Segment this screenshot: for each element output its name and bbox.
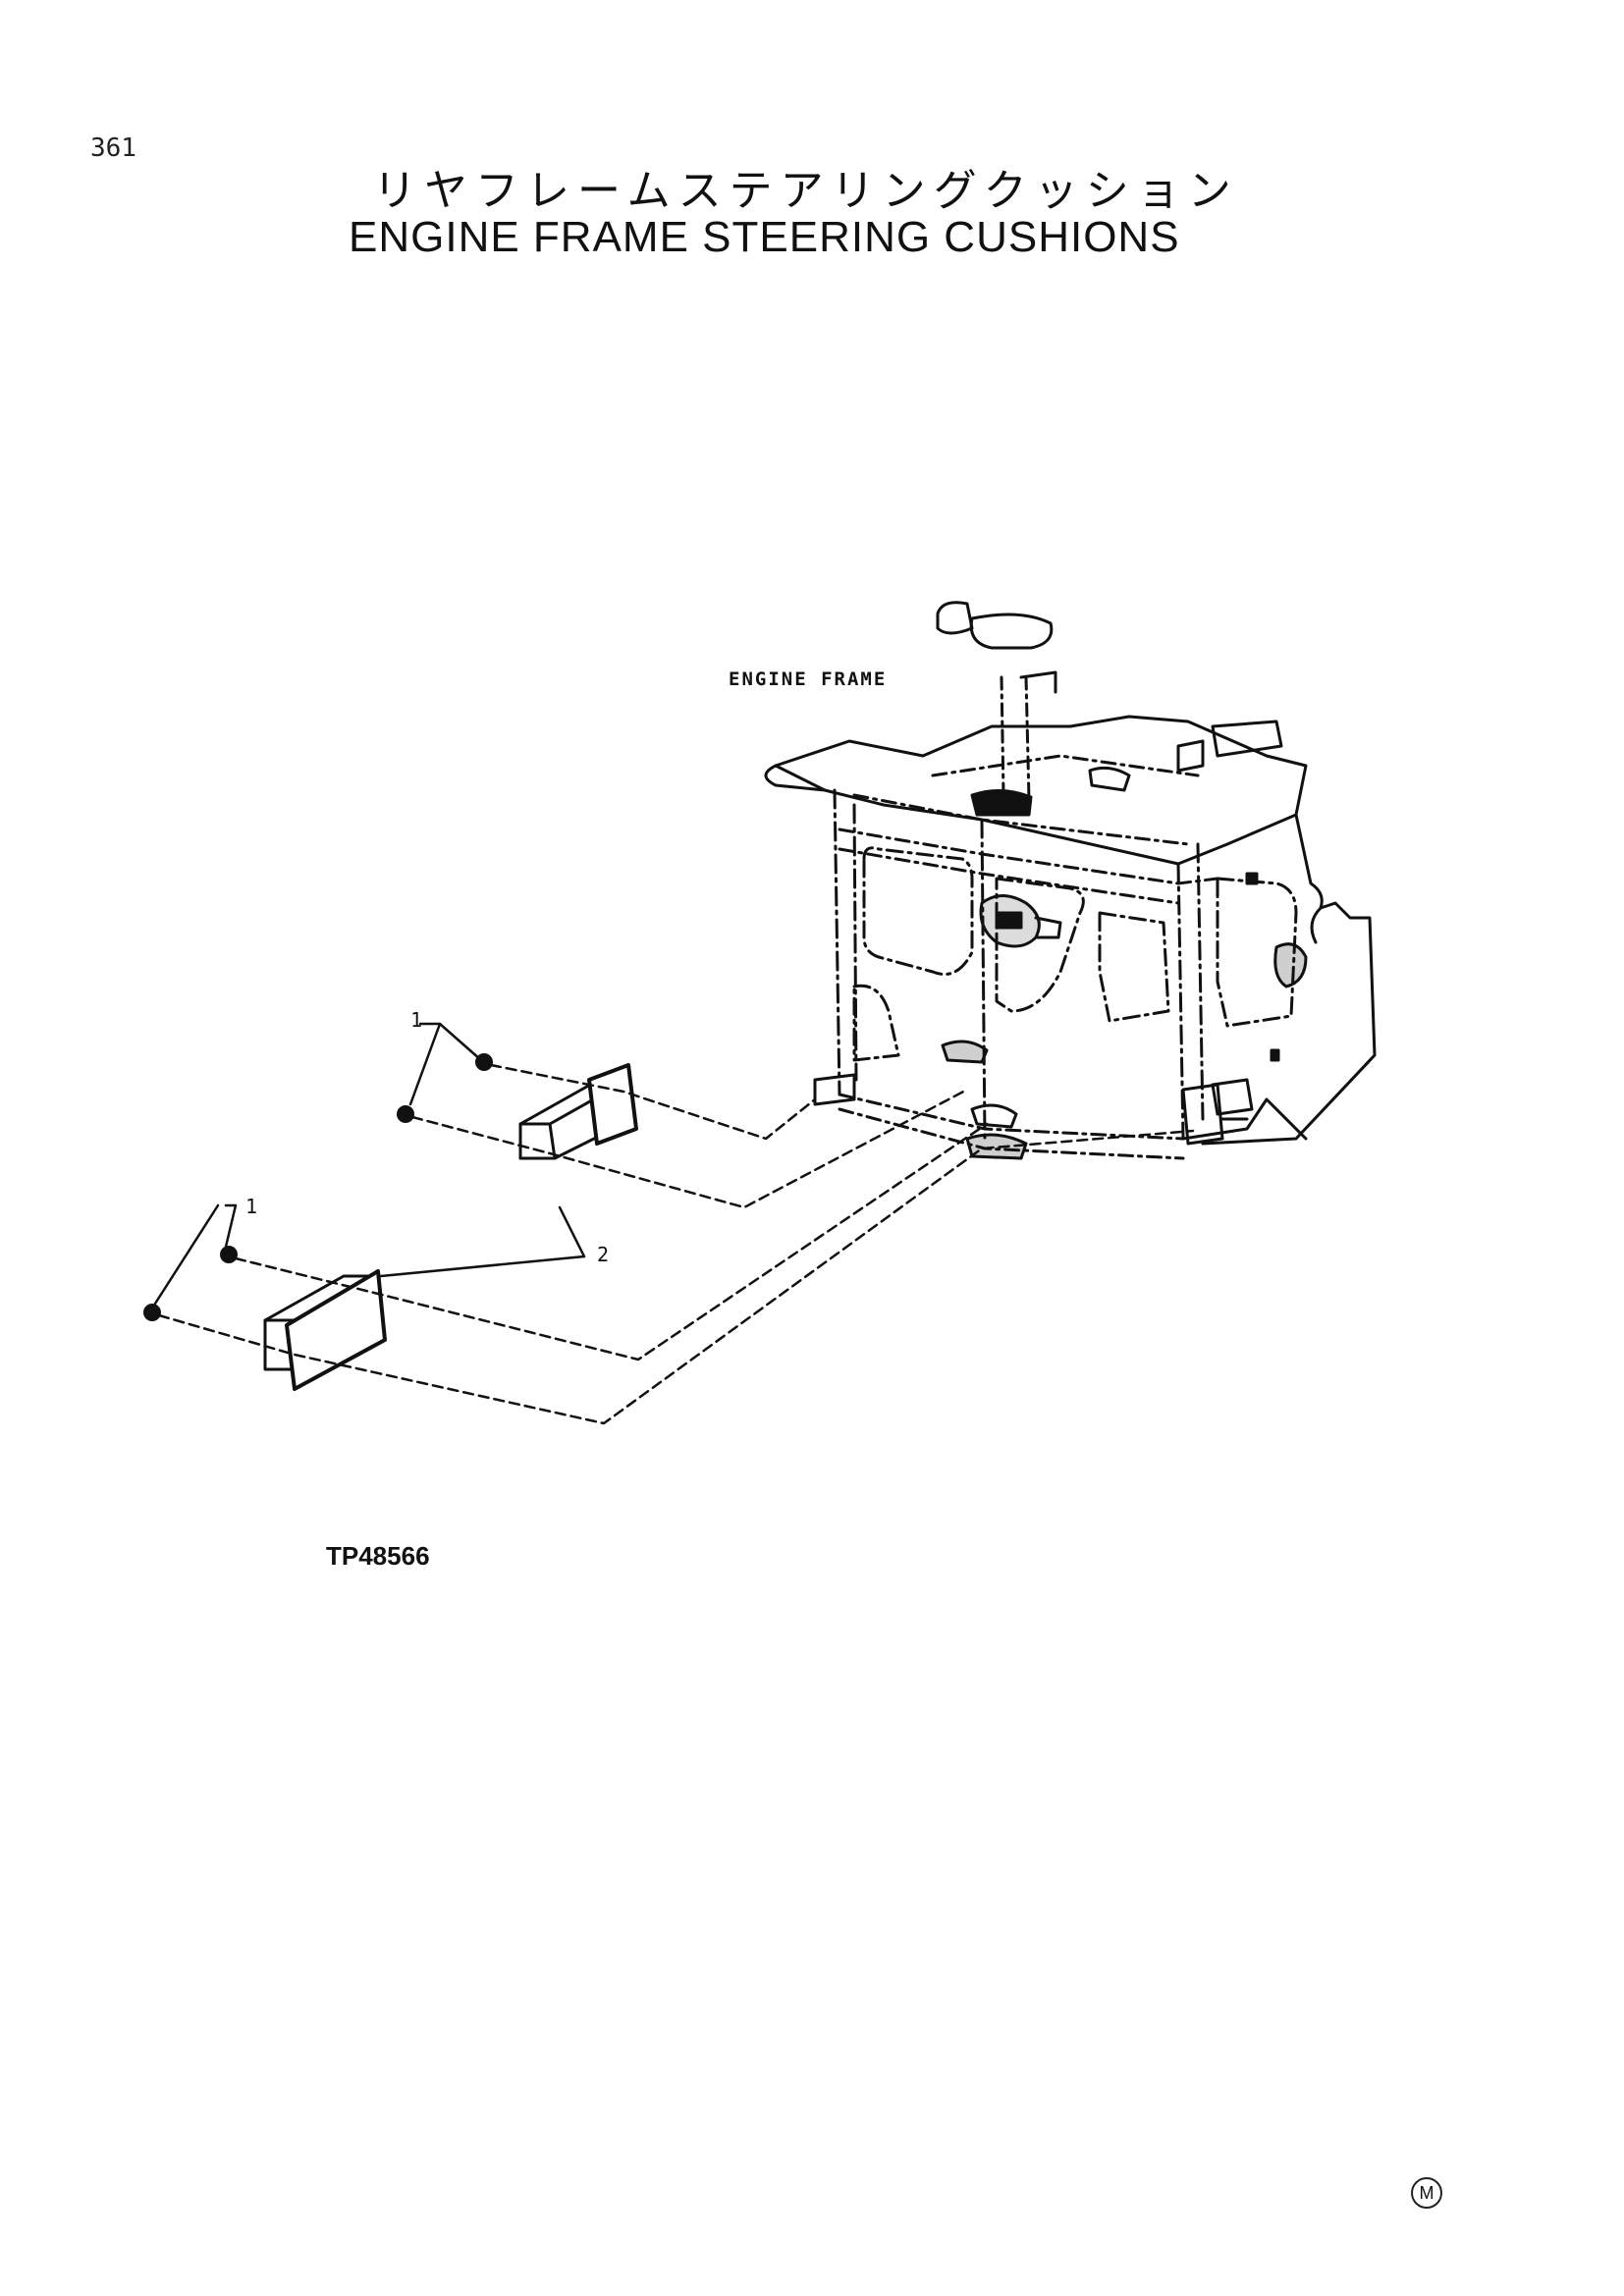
bolt-icon (220, 1246, 238, 1263)
title-japanese: リヤフレームステアリングクッション (373, 166, 1239, 216)
callout-2: 2 (597, 1243, 609, 1266)
cushion-upper (518, 1063, 638, 1160)
title-english: ENGINE FRAME STEERING CUSHIONS (349, 213, 1180, 261)
page-number: 361 (90, 133, 136, 163)
bolt-icon (397, 1105, 414, 1123)
callout-leaders (153, 1022, 586, 1306)
engine-frame (764, 601, 1377, 1160)
corner-mark: M (1411, 2177, 1442, 2209)
cushion-lower (263, 1269, 387, 1391)
engine-frame-label: ENGINE FRAME (729, 668, 887, 690)
callout-1-lower: 1 (245, 1195, 257, 1218)
figure-label: TP48566 (326, 1541, 430, 1571)
callout-1-upper: 1 (410, 1008, 422, 1032)
bolts (143, 1053, 493, 1321)
assembly-lines (157, 1063, 1195, 1425)
bolt-icon (143, 1304, 161, 1321)
